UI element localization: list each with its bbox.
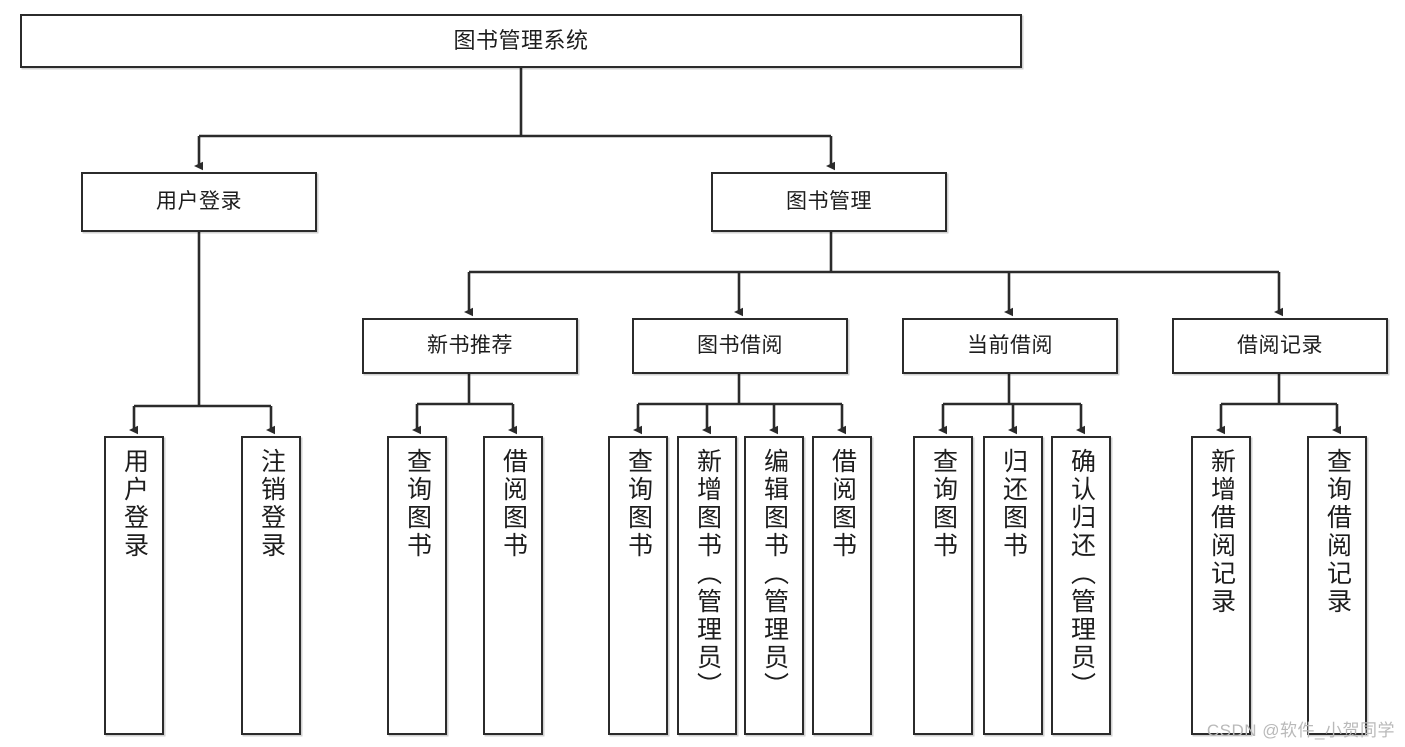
node-leaf-query-book-1-label: 查询图书	[403, 448, 432, 560]
node-leaf-logout[interactable]: 注销登录	[241, 436, 301, 735]
node-leaf-user-login[interactable]: 用户登录	[104, 436, 164, 735]
node-leaf-borrow-book-1-label: 借阅图书	[499, 448, 528, 560]
node-borrow-record-label: 借阅记录	[1237, 333, 1323, 357]
node-user-login[interactable]: 用户登录	[81, 172, 317, 232]
node-leaf-add-book[interactable]: 新增图书（管理员）	[677, 436, 737, 735]
node-leaf-query-record[interactable]: 查询借阅记录	[1307, 436, 1367, 735]
node-new-book-recommend[interactable]: 新书推荐	[362, 318, 578, 374]
node-leaf-borrow-book-2[interactable]: 借阅图书	[812, 436, 872, 735]
node-leaf-user-login-label: 用户登录	[120, 448, 149, 560]
node-leaf-add-record[interactable]: 新增借阅记录	[1191, 436, 1251, 735]
node-new-book-recommend-label: 新书推荐	[427, 333, 513, 357]
node-leaf-query-book-1[interactable]: 查询图书	[387, 436, 447, 735]
node-leaf-return-book-label: 归还图书	[999, 448, 1028, 560]
node-leaf-add-record-label: 新增借阅记录	[1207, 448, 1236, 616]
node-book-borrow[interactable]: 图书借阅	[632, 318, 848, 374]
node-book-manage-label: 图书管理	[786, 189, 872, 213]
node-leaf-logout-label: 注销登录	[257, 448, 286, 560]
node-leaf-query-record-label: 查询借阅记录	[1323, 448, 1352, 616]
node-leaf-confirm-return[interactable]: 确认归还（管理员）	[1051, 436, 1111, 735]
node-leaf-edit-book[interactable]: 编辑图书（管理员）	[744, 436, 804, 735]
node-book-borrow-label: 图书借阅	[697, 333, 783, 357]
watermark-text: CSDN @软件_小贺同学	[1206, 721, 1395, 740]
node-leaf-query-book-2-label: 查询图书	[624, 448, 653, 560]
node-leaf-query-book-3[interactable]: 查询图书	[913, 436, 973, 735]
node-leaf-borrow-book-2-label: 借阅图书	[828, 448, 857, 560]
node-leaf-query-book-2[interactable]: 查询图书	[608, 436, 668, 735]
node-leaf-add-book-label: 新增图书（管理员）	[693, 448, 722, 700]
node-leaf-confirm-return-label: 确认归还（管理员）	[1067, 448, 1096, 700]
node-leaf-borrow-book-1[interactable]: 借阅图书	[483, 436, 543, 735]
node-current-borrow[interactable]: 当前借阅	[902, 318, 1118, 374]
node-root[interactable]: 图书管理系统	[20, 14, 1022, 68]
node-leaf-edit-book-label: 编辑图书（管理员）	[760, 448, 789, 700]
node-current-borrow-label: 当前借阅	[967, 333, 1053, 357]
node-leaf-query-book-3-label: 查询图书	[929, 448, 958, 560]
node-user-login-label: 用户登录	[156, 189, 242, 213]
node-borrow-record[interactable]: 借阅记录	[1172, 318, 1388, 374]
node-leaf-return-book[interactable]: 归还图书	[983, 436, 1043, 735]
node-book-manage[interactable]: 图书管理	[711, 172, 947, 232]
node-root-label: 图书管理系统	[453, 28, 589, 54]
